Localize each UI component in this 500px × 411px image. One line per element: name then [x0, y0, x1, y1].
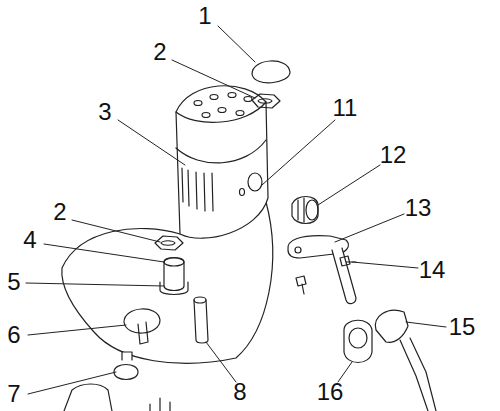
cap — [252, 61, 290, 83]
ring-groove — [298, 198, 304, 222]
nut — [252, 94, 280, 108]
housing-top — [176, 102, 266, 122]
tube-end — [194, 297, 206, 303]
callout-number: 15 — [449, 315, 476, 339]
callout-number: 4 — [23, 228, 36, 252]
callout-number: 3 — [98, 100, 111, 124]
clip-tail — [400, 338, 436, 411]
coupling — [344, 320, 372, 362]
housing-rim — [176, 140, 266, 163]
bracket-hole — [295, 247, 301, 253]
callout-number: 2 — [153, 40, 166, 64]
side-hole — [248, 173, 262, 191]
screw — [340, 256, 356, 266]
vent-slots — [182, 168, 213, 211]
coupling-face — [349, 328, 367, 348]
callout-number: 14 — [419, 258, 446, 282]
stem-top — [164, 258, 184, 266]
nut — [155, 236, 183, 250]
callout-number: 16 — [317, 380, 344, 404]
housing — [176, 86, 268, 238]
callout-number: 7 — [7, 382, 20, 406]
ring — [292, 197, 318, 224]
screw — [296, 276, 306, 294]
top-holes — [194, 93, 252, 118]
switch-knob — [114, 352, 138, 380]
clip — [375, 310, 408, 342]
callout-number: 8 — [233, 380, 246, 404]
callout-number: 11 — [333, 96, 358, 120]
ring-face — [306, 200, 318, 220]
socket — [124, 309, 160, 333]
socket-slot — [138, 322, 148, 344]
stem-flange — [160, 282, 188, 295]
bracket-rod — [332, 248, 356, 304]
callout-number: 5 — [7, 270, 20, 294]
callout-number: 12 — [380, 143, 407, 167]
threaded-stem — [164, 258, 184, 291]
callout-number: 2 — [53, 200, 66, 224]
callout-number: 1 — [198, 4, 211, 28]
callout-number: 13 — [405, 196, 432, 220]
callout-number: 6 — [7, 323, 20, 347]
leader-lines — [26, 26, 446, 394]
tube — [194, 300, 208, 343]
pins — [150, 398, 170, 411]
side-hole-small — [240, 189, 245, 196]
base-plate — [64, 384, 112, 411]
